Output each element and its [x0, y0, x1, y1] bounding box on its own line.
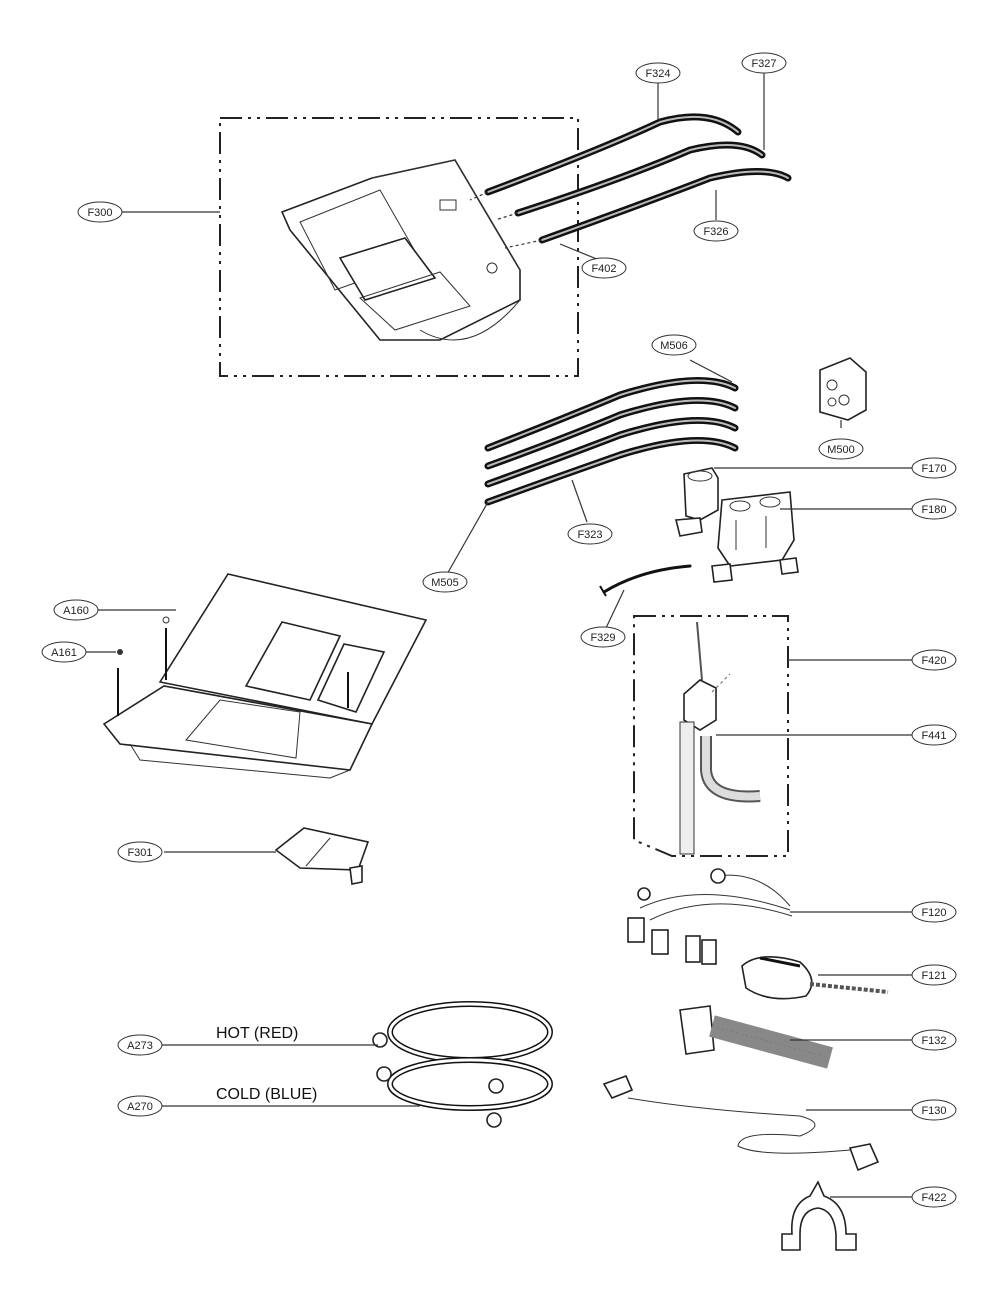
callout-f121[interactable]: F121 — [911, 964, 957, 986]
inlet-valve-single[interactable] — [674, 467, 719, 537]
connector-block[interactable] — [819, 357, 867, 421]
caption-hot-red: HOT (RED) — [216, 1025, 298, 1042]
callout-f422[interactable]: F422 — [911, 1186, 957, 1208]
svg-text:M500: M500 — [827, 444, 855, 456]
svg-text:F132: F132 — [921, 1035, 946, 1047]
svg-text:F324: F324 — [645, 68, 670, 80]
svg-text:F327: F327 — [751, 58, 776, 70]
callout-f170[interactable]: F170 — [911, 457, 957, 479]
callout-f402[interactable]: F402 — [581, 257, 627, 279]
svg-text:F402: F402 — [591, 263, 616, 275]
callout-f327[interactable]: F327 — [741, 52, 787, 74]
svg-text:F300: F300 — [87, 207, 112, 219]
drain-hose-assembly[interactable] — [679, 621, 761, 855]
svg-text:F170: F170 — [921, 463, 946, 475]
svg-text:F422: F422 — [921, 1192, 946, 1204]
group-boundary-f420 — [633, 615, 789, 857]
hose-clip[interactable] — [781, 1180, 857, 1251]
top-hose-set[interactable] — [469, 113, 792, 249]
callout-a270[interactable]: A270 — [117, 1095, 163, 1117]
svg-text:F301: F301 — [127, 847, 152, 859]
callout-a160[interactable]: A160 — [53, 599, 99, 621]
svg-text:F130: F130 — [921, 1105, 946, 1117]
svg-text:M505: M505 — [431, 577, 459, 589]
softener-cup[interactable] — [274, 827, 370, 885]
svg-text:A270: A270 — [127, 1101, 153, 1113]
inlet-hoses[interactable] — [372, 1001, 553, 1128]
callout-f329[interactable]: F329 — [580, 626, 626, 648]
svg-text:A273: A273 — [127, 1040, 153, 1052]
callout-m505[interactable]: M505 — [422, 571, 468, 593]
svg-text:F120: F120 — [921, 907, 946, 919]
small-hose[interactable] — [599, 564, 692, 597]
wire-harness[interactable] — [627, 868, 793, 965]
svg-text:F180: F180 — [921, 504, 946, 516]
screws[interactable] — [117, 616, 349, 716]
callout-f120[interactable]: F120 — [911, 901, 957, 923]
callout-m506[interactable]: M506 — [651, 334, 697, 356]
svg-text:F441: F441 — [921, 730, 946, 742]
callout-a273[interactable]: A273 — [117, 1034, 163, 1056]
svg-text:F326: F326 — [703, 226, 728, 238]
dispenser-housing[interactable] — [280, 159, 521, 341]
callout-a161[interactable]: A161 — [41, 641, 87, 663]
svg-text:A160: A160 — [63, 605, 89, 617]
callout-f132[interactable]: F132 — [911, 1029, 957, 1051]
drain-hose-group — [633, 615, 789, 857]
caption-cold-blue: COLD (BLUE) — [216, 1086, 317, 1103]
callout-m500[interactable]: M500 — [818, 438, 864, 460]
group-boundary-f300 — [219, 117, 579, 377]
dispenser-drawer[interactable] — [102, 573, 428, 779]
svg-text:F121: F121 — [921, 970, 946, 982]
callout-f326[interactable]: F326 — [693, 220, 739, 242]
callout-f130[interactable]: F130 — [911, 1099, 957, 1121]
hose-bundle[interactable] — [484, 377, 739, 506]
callout-f323[interactable]: F323 — [567, 523, 613, 545]
inlet-valve-triple[interactable] — [711, 491, 799, 583]
lead-wire[interactable] — [602, 1074, 880, 1172]
callout-f301[interactable]: F301 — [117, 841, 163, 863]
callout-f180[interactable]: F180 — [911, 498, 957, 520]
svg-text:F329: F329 — [590, 632, 615, 644]
callout-f324[interactable]: F324 — [635, 62, 681, 84]
leader-lines — [86, 72, 912, 1198]
callout-f441[interactable]: F441 — [911, 724, 957, 746]
svg-text:M506: M506 — [660, 340, 688, 352]
callout-f420[interactable]: F420 — [911, 649, 957, 671]
corrugated-hose[interactable] — [679, 1005, 833, 1069]
svg-text:F420: F420 — [921, 655, 946, 667]
dispenser-housing-group — [219, 117, 579, 377]
svg-text:F323: F323 — [577, 529, 602, 541]
callout-f300[interactable]: F300 — [77, 201, 123, 223]
svg-text:A161: A161 — [51, 647, 77, 659]
pressure-sensor[interactable] — [741, 956, 889, 1000]
